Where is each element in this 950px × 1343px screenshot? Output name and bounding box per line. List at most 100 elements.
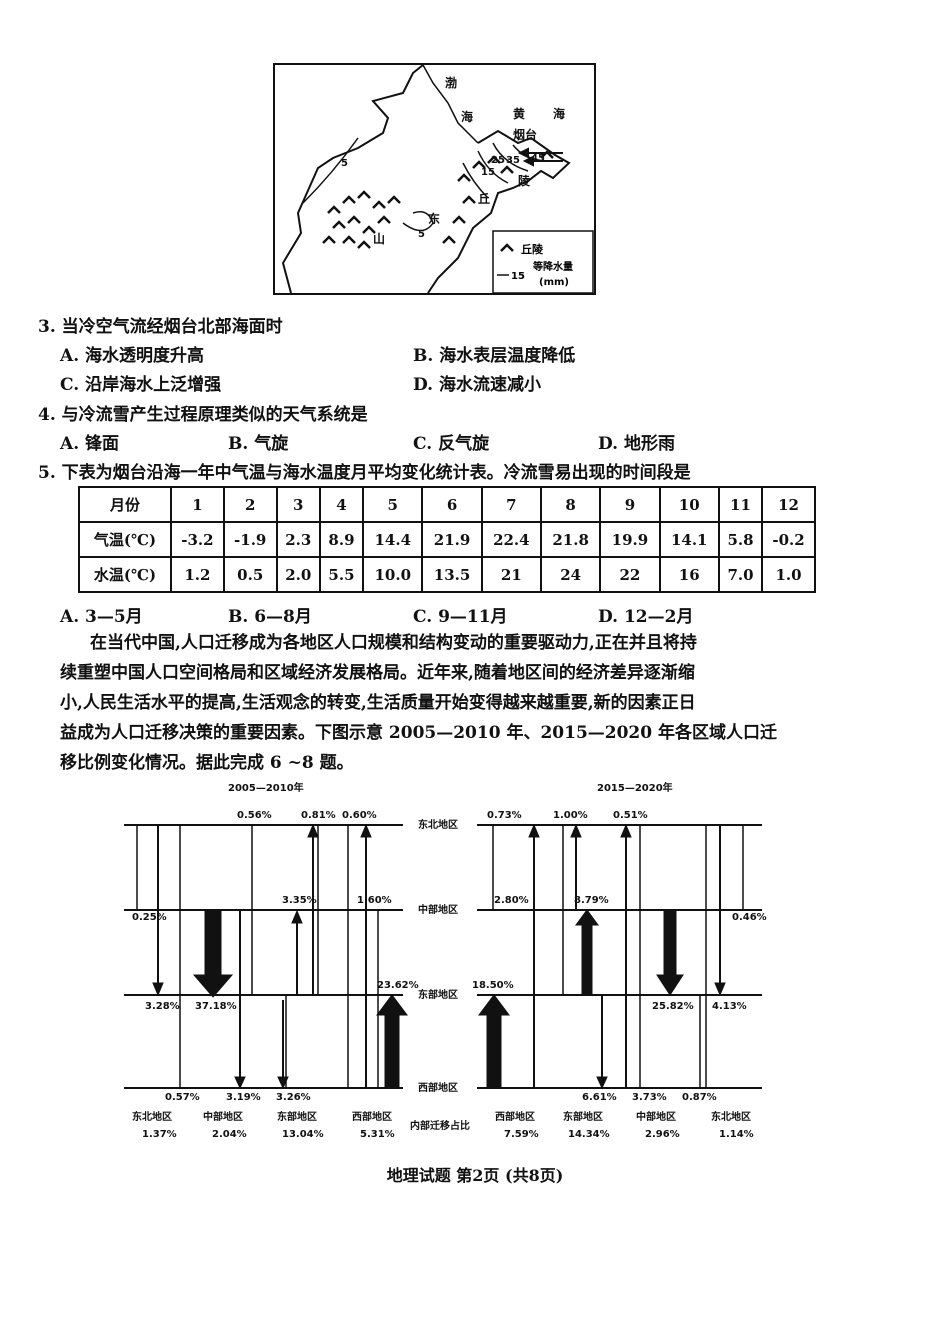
table-row-water: 水温(℃) 1.2 0.5 2.0 5.5 10.0 13.5 21 24 22… xyxy=(78,556,816,593)
q4-option-b[interactable]: B. 气旋 xyxy=(228,434,289,454)
shandong-precipitation-map: 渤 海 黄 海 烟台 陵 丘 东 山 15 25 35 45 5 5 丘陵 15… xyxy=(273,63,596,295)
legend-hill-icon xyxy=(500,243,514,252)
left-east-label-3: 23.62% xyxy=(377,980,419,991)
table-cell: 13.5 xyxy=(421,556,483,593)
table-cell: -3.2 xyxy=(170,521,225,558)
right-east-label-2: 25.82% xyxy=(652,1001,694,1012)
right-east-label-3: 4.13% xyxy=(712,1001,747,1012)
left-bottom-value-3: 13.04% xyxy=(282,1129,324,1140)
isoline-15 xyxy=(462,162,489,199)
land-outline xyxy=(281,64,571,294)
right-east-label-1: 18.50% xyxy=(472,980,514,991)
table-cell: 1 xyxy=(170,486,225,523)
right-bottom-region-2: 东部地区 xyxy=(563,1110,603,1123)
table-cell: 14.4 xyxy=(362,521,424,558)
table-cell: 12 xyxy=(761,486,816,523)
legend-hill-label: 丘陵 xyxy=(521,242,544,256)
table-cell: 1.2 xyxy=(170,556,225,593)
question-4-stem: 4. 与冷流雪产生过程原理类似的天气系统是 xyxy=(38,405,368,425)
internal-migration-label: 内部迁移占比 xyxy=(410,1119,470,1132)
sea-label-bohai-1: 渤 xyxy=(445,75,457,90)
right-bottom-value-1: 7.59% xyxy=(504,1129,539,1140)
table-cell: 19.9 xyxy=(599,521,661,558)
table-cell: 3 xyxy=(275,486,321,523)
right-west-label-3: 0.87% xyxy=(682,1092,717,1103)
q4-option-a[interactable]: A. 锋面 xyxy=(60,434,120,454)
legend-iso-num: 15 xyxy=(511,271,525,282)
left-east-label-1: 3.28% xyxy=(145,1001,180,1012)
left-mid-label-2: 3.35% xyxy=(282,895,317,906)
table-cell: 水温(℃) xyxy=(78,556,172,593)
table-cell: 6 xyxy=(421,486,483,523)
right-bottom-value-4: 1.14% xyxy=(719,1129,754,1140)
left-top-label-1: 0.56% xyxy=(237,810,272,821)
left-bottom-value-4: 5.31% xyxy=(360,1129,395,1140)
passage-line-2: 续重塑中国人口空间格局和区域经济发展格局。近年来,随着地区间的经济差异逐渐缩 xyxy=(60,663,695,683)
iso-label-35: 35 xyxy=(506,155,520,166)
q5-option-a[interactable]: A. 3—5月 xyxy=(60,607,143,627)
table-cell: 11 xyxy=(717,486,764,523)
table-cell: 14.1 xyxy=(658,521,720,558)
isoline-5-north xyxy=(302,137,359,204)
sea-label-huang-2: 海 xyxy=(553,106,565,121)
q3-option-b[interactable]: B. 海水表层温度降低 xyxy=(413,346,576,366)
right-bottom-region-3: 中部地区 xyxy=(636,1110,676,1123)
table-cell: 2.3 xyxy=(275,521,321,558)
big-arrow-west-east-left xyxy=(376,994,408,1089)
left-mid-label-1: 0.25% xyxy=(132,912,167,923)
iso-label-45: 45 xyxy=(531,153,545,164)
right-west-label-1: 6.61% xyxy=(582,1092,617,1103)
table-cell: 2.0 xyxy=(275,556,321,593)
sea-label-bohai-2: 海 xyxy=(461,109,473,124)
table-cell: 10 xyxy=(658,486,720,523)
q3-option-c[interactable]: C. 沿岸海水上泛增强 xyxy=(60,375,222,395)
table-cell: 7 xyxy=(480,486,542,523)
east-label: 东 xyxy=(428,211,440,226)
q4-option-c[interactable]: C. 反气旋 xyxy=(413,434,490,454)
table-cell: 1.0 xyxy=(761,556,816,593)
cold-flow-arrows xyxy=(517,147,563,167)
left-west-label-1: 0.57% xyxy=(165,1092,200,1103)
table-cell: 22 xyxy=(599,556,661,593)
left-bottom-value-1: 1.37% xyxy=(142,1129,177,1140)
big-arrow-central-east-right xyxy=(656,909,684,996)
big-arrow-central-east-left xyxy=(192,909,234,998)
hill-label-2: 陵 xyxy=(518,173,531,188)
table-cell: -0.2 xyxy=(761,521,816,558)
q5-option-b[interactable]: B. 6—8月 xyxy=(228,607,312,627)
right-mid-label-1: 2.80% xyxy=(494,895,529,906)
left-bottom-value-2: 2.04% xyxy=(212,1129,247,1140)
q5-option-c[interactable]: C. 9—11月 xyxy=(413,607,508,627)
table-cell: 21.8 xyxy=(539,521,602,558)
table-cell: 9 xyxy=(599,486,661,523)
region-label-central: 中部地区 xyxy=(418,903,458,916)
question-5-stem: 5. 下表为烟台沿海一年中气温与海水温度月平均变化统计表。冷流雪易出现的时间段是 xyxy=(38,463,691,483)
right-top-label-2: 1.00% xyxy=(553,810,588,821)
left-bottom-region-2: 中部地区 xyxy=(203,1110,243,1123)
q4-option-d[interactable]: D. 地形雨 xyxy=(598,434,675,454)
passage-line-3: 小,人民生活水平的提高,生活观念的转变,生活质量开始变得越来越重要,新的因素正日 xyxy=(60,693,696,713)
table-cell: 月份 xyxy=(78,486,172,523)
right-west-label-2: 3.73% xyxy=(632,1092,667,1103)
table-cell: 5.5 xyxy=(318,556,365,593)
region-label-east: 东部地区 xyxy=(418,988,458,1001)
q3-option-d[interactable]: D. 海水流速减小 xyxy=(413,375,541,395)
city-label-yantai: 烟台 xyxy=(513,127,537,142)
isoline-25 xyxy=(477,150,509,184)
passage-line-4: 益成为人口迁移决策的重要因素。下图示意 2005—2010 年、2015—202… xyxy=(60,723,778,743)
isoline-35 xyxy=(492,142,529,172)
left-bottom-region-1: 东北地区 xyxy=(132,1110,172,1123)
left-top-label-2: 0.81% xyxy=(301,810,336,821)
question-3-stem: 3. 当冷空气流经烟台北部海面时 xyxy=(38,317,283,337)
table-cell: 8.9 xyxy=(318,521,365,558)
q5-option-d[interactable]: D. 12—2月 xyxy=(598,607,694,627)
migration-diagram: 2005—2010年 2015—2020年 xyxy=(124,781,767,1140)
temperature-table: 月份 1 2 3 4 5 6 7 8 9 10 11 12 气温(℃) -3.2… xyxy=(78,486,816,593)
q3-option-a[interactable]: A. 海水透明度升高 xyxy=(60,346,205,366)
table-cell: 21 xyxy=(480,556,542,593)
table-cell: 4 xyxy=(318,486,365,523)
mountain-label: 山 xyxy=(373,231,385,246)
passage-line-1: 在当代中国,人口迁移成为各地区人口规模和结构变动的重要驱动力,正在并且将持 xyxy=(90,633,697,653)
isoline-5-east xyxy=(402,211,434,232)
right-bottom-region-4: 东北地区 xyxy=(711,1110,751,1123)
